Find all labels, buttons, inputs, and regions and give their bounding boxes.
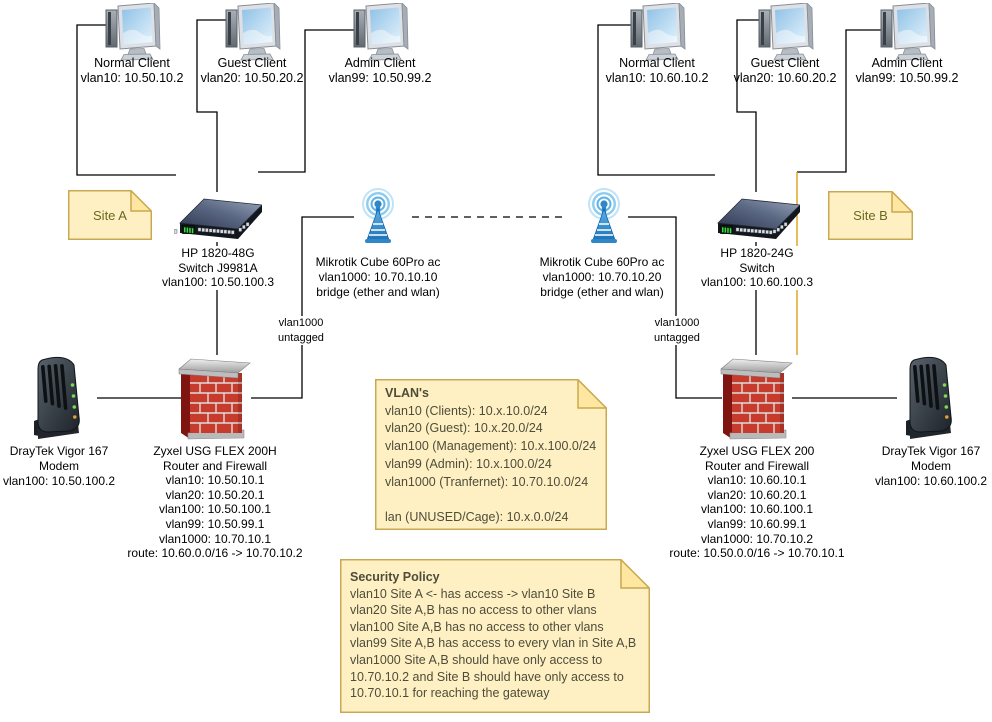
firewall-icon[interactable] xyxy=(720,351,794,448)
edge-client-a-normal-switch-a xyxy=(76,24,176,176)
workstation-icon[interactable] xyxy=(351,1,409,68)
site-a-note[interactable]: Site A xyxy=(68,190,152,240)
untagged-b-label: vlan1000 untagged xyxy=(651,316,703,345)
workstation-icon[interactable] xyxy=(756,1,814,68)
site-b-note[interactable]: Site B xyxy=(828,191,913,240)
firewall-a-label: Zyxel USG FLEX 200H Router and Firewall … xyxy=(127,444,303,561)
vlans-note-body: vlan10 (Clients): 10.x.10.0/24 vlan20 (G… xyxy=(385,403,597,524)
client-a-normal-label: Normal Client vlan10: 10.50.10.2 xyxy=(80,56,184,85)
wireless-bridge-icon[interactable] xyxy=(354,187,402,250)
edge-client-a-admin-switch-a xyxy=(258,29,354,173)
switch-b-label: HP 1820-24G Switch vlan100: 10.60.100.3 xyxy=(682,246,832,290)
site-a-label: Site A xyxy=(93,207,127,223)
edge-client-b-normal-switch-b xyxy=(597,24,715,176)
client-b-normal-label: Normal Client vlan10: 10.60.10.2 xyxy=(605,56,709,85)
wireless-bridge-icon[interactable] xyxy=(580,187,628,250)
edge-bridge-b-firewall-b xyxy=(628,216,722,399)
switch-icon[interactable] xyxy=(712,191,801,250)
edge-client-b-guest-switch-b xyxy=(736,19,759,192)
firewall-icon[interactable] xyxy=(178,351,252,448)
switch-icon[interactable] xyxy=(173,191,263,250)
edge-bridge-a-firewall-a xyxy=(251,216,354,399)
vlans-note-title: VLAN's xyxy=(385,386,429,400)
vlans-note[interactable]: VLAN's vlan10 (Clients): 10.x.10.0/24 vl… xyxy=(375,379,607,530)
bridge-b-label: Mikrotik Cube 60Pro ac vlan1000: 10.70.1… xyxy=(539,255,665,299)
untagged-a-label: vlan1000 untagged xyxy=(275,316,327,345)
client-b-admin-label: Admin Client vlan99: 10.50.99.2 xyxy=(855,56,959,85)
site-b-label: Site B xyxy=(853,208,888,223)
workstation-icon[interactable] xyxy=(878,1,936,68)
security-policy-title: Security Policy xyxy=(350,570,440,584)
modem-a-label: DrayTek Vigor 167 Modem vlan100: 10.50.1… xyxy=(2,444,116,488)
switch-a-label: HP 1820-48G Switch J9981A vlan100: 10.50… xyxy=(143,246,293,290)
modem-icon[interactable] xyxy=(898,355,962,448)
edge-client-b-admin-firewall-b xyxy=(797,29,881,173)
bridge-a-label: Mikrotik Cube 60Pro ac vlan1000: 10.70.1… xyxy=(315,255,441,299)
security-policy-body: vlan10 Site A <- has access -> vlan10 Si… xyxy=(350,586,637,701)
workstation-icon[interactable] xyxy=(103,1,161,68)
client-b-guest-label: Guest Client vlan20: 10.60.20.2 xyxy=(733,56,837,85)
workstation-icon[interactable] xyxy=(628,1,686,68)
firewall-b-label: Zyxel USG FLEX 200 Router and Firewall v… xyxy=(669,444,845,561)
modem-icon[interactable] xyxy=(26,355,90,448)
security-policy-note[interactable]: Security Policy vlan10 Site A <- has acc… xyxy=(340,559,650,713)
modem-b-label: DrayTek Vigor 167 Modem vlan100: 10.60.1… xyxy=(874,444,988,488)
workstation-icon[interactable] xyxy=(223,1,281,68)
edge-client-a-guest-switch-a xyxy=(196,19,226,192)
client-a-guest-label: Guest Client vlan20: 10.50.20.2 xyxy=(200,56,304,85)
client-a-admin-label: Admin Client vlan99: 10.50.99.2 xyxy=(328,56,432,85)
